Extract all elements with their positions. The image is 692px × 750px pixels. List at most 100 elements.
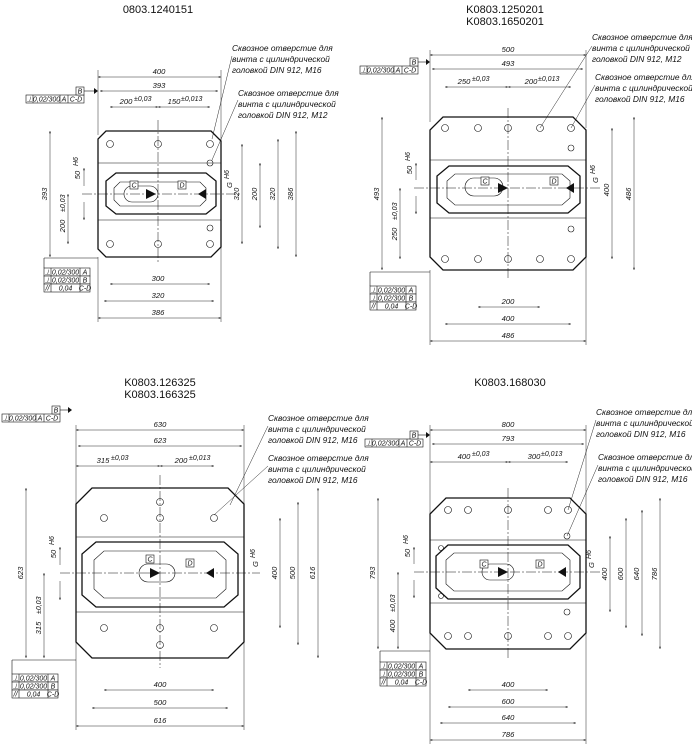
view-4-side-frame-1-ref: A	[418, 664, 424, 671]
view-3-side-frame-3-tol: 0,04	[27, 692, 41, 699]
view-4-top-frame-ref2: C-D	[409, 441, 421, 448]
view-2-dim-200: 200	[524, 77, 538, 86]
view-1-note-1-line-1: Сквозное отверстие для	[232, 43, 333, 53]
view-1-dim-320-r: 320	[268, 187, 277, 200]
view-4-note-1-line-3: головкой DIN 912, M16	[596, 429, 686, 439]
view-2-side-frame-3-tol: 0,04	[385, 304, 399, 311]
view-2-note-1: Сквозное отверстие для винта с цилиндрич…	[592, 32, 692, 64]
view-4-dim-400-h: 400	[388, 619, 397, 632]
view-3-side-tolerance-frames: ⊥ 0,02/300 A ⊥ 0,02/300 B // 0,04 C-D	[11, 659, 76, 699]
view-3-g-label: G	[251, 561, 260, 567]
view-3-datum-b: B	[54, 408, 59, 415]
view-2-base-plate	[429, 116, 587, 271]
view-3-side-frame-2-ref: B	[51, 684, 56, 691]
view-4-datum-b: B	[412, 433, 417, 440]
view-1-center-recess	[105, 172, 217, 215]
view-1-datum-d: D	[179, 183, 184, 190]
view-1: 0803.1240151 Сквозное отверстие для винт…	[25, 4, 339, 322]
view-4-side-frame-1-sym: ⊥	[380, 664, 386, 671]
view-4-dim-793: 793	[502, 434, 515, 443]
view-1-mounting-holes	[106, 140, 214, 248]
view-3-note-2: Сквозное отверстие для винта с цилиндрич…	[268, 453, 369, 485]
view-2-dim-200-b: 200	[501, 297, 515, 306]
view-3-side-frame-1-tol: 0,02/300	[20, 676, 47, 683]
view-3-base-plate	[75, 487, 245, 659]
view-3-side-frame-3-sym: //	[13, 692, 19, 699]
view-4-dim-793-h: 793	[368, 566, 377, 579]
view-3-note-2-line-1: Сквозное отверстие для	[268, 453, 369, 463]
view-4-dim-300-tol: ±0,013	[541, 451, 562, 458]
view-1-top-frame-ref2: C-D	[70, 97, 82, 104]
view-1-side-frame-3-tol: 0,04	[59, 286, 73, 293]
view-3-note-2-line-3: головкой DIN 912, M16	[268, 475, 358, 485]
view-3-dim-616-r: 616	[308, 566, 317, 579]
view-4-side-frame-3-tol: 0,04	[395, 680, 409, 687]
view-2-note-1-line-2: винта с цилиндрической	[592, 43, 690, 53]
view-3-dim-623-h: 623	[16, 566, 25, 579]
view-2-side-frame-3-ref: C-D	[405, 304, 417, 311]
view-4-side-frame-3-ref: C-D	[415, 680, 427, 687]
view-3-side-frame-1-ref: A	[50, 676, 56, 683]
view-2-side-frame-3-sym: //	[371, 304, 377, 311]
view-3-dim-400-r: 400	[270, 566, 279, 579]
view-3-top-frame-symbol: ⊥	[2, 416, 8, 423]
view-4-datum-d: D	[537, 562, 542, 569]
view-4-dim-640-r: 640	[632, 567, 641, 580]
view-1-base-plate	[97, 130, 222, 258]
view-3-dim-200-tol: ±0,013	[189, 455, 210, 462]
view-1-dim-386-b: 386	[152, 308, 165, 317]
view-2-note-2: Сквозное отверстие для винта с цилиндрич…	[595, 72, 692, 104]
view-3-dim-315-h-tol: ±0,03	[36, 596, 43, 614]
view-2-dim-486-b: 486	[502, 331, 515, 340]
view-4-side-frame-3-sym: //	[381, 680, 387, 687]
view-3-side-frame-3-ref: C-D	[47, 692, 59, 699]
view-3-title-1: K0803.126325	[124, 377, 196, 389]
view-3-dim-315-h: 315	[34, 621, 43, 634]
view-2-datum-c: C	[482, 179, 488, 186]
view-4-dim-300: 300	[528, 452, 541, 461]
view-4-dim-400-tol: ±0,03	[472, 451, 490, 458]
view-2-dim-486: 486	[624, 187, 633, 200]
view-4-dim-600-r: 600	[616, 567, 625, 580]
view-1-note-2-line-3: головкой DIN 912, M12	[238, 110, 328, 120]
view-2-note-2-line-2: винта с цилиндрической	[595, 83, 692, 93]
view-2-note-2-line-1: Сквозное отверстие для	[595, 72, 692, 82]
view-4-side-tolerance-frames: ⊥ 0,02/300 A ⊥ 0,02/300 B // 0,04 C-D	[379, 650, 430, 687]
view-1-side-frame-1-tol: 0,02/300	[52, 270, 79, 277]
view-2-dim-493-h: 493	[372, 187, 381, 200]
view-4-dim-640-b: 640	[502, 713, 515, 722]
view-3-center-recess	[81, 541, 239, 608]
view-2-dim-50: 50	[405, 165, 414, 174]
view-4-top-frame-tol: 0,02/300	[372, 441, 399, 448]
view-4-side-frame-1-tol: 0,02/300	[388, 664, 415, 671]
view-3-dim-50-tol: H6	[49, 536, 56, 545]
view-2: K0803.1250201 K0803.1650201 Сквозное отв…	[359, 4, 692, 345]
view-4-dim-786-r: 786	[650, 567, 659, 580]
view-2-side-frame-2-ref: B	[409, 296, 414, 303]
view-3-dim-400-b: 400	[154, 680, 167, 689]
view-1-dim-200: 200	[119, 97, 133, 106]
view-4-note-1-line-2: винта с цилиндрической	[596, 418, 692, 428]
view-4-center-recess	[435, 544, 581, 600]
view-1-top-frame-tol: 0,02/300	[33, 97, 60, 104]
view-2-datum-b: B	[412, 60, 417, 67]
view-2-mounting-holes	[441, 124, 575, 263]
view-1-side-frame-2-sym: ⊥	[44, 278, 50, 285]
view-1-dim-393-h: 393	[40, 187, 49, 200]
view-4-note-1: Сквозное отверстие для винта с цилиндрич…	[596, 407, 692, 439]
view-2-side-frame-2-tol: 0,02/300	[378, 296, 405, 303]
view-1-side-frame-3-ref: C-D	[79, 286, 91, 293]
view-1-side-tolerance-frames: ⊥ 0,02/300 A ⊥ 0,02/300 B // 0,04 C-D	[43, 257, 98, 293]
view-2-note-2-line-3: головкой DIN 912, M16	[595, 94, 685, 104]
view-3-side-frame-1-sym: ⊥	[12, 676, 18, 683]
view-2-side-frame-1-ref: A	[408, 288, 414, 295]
view-3-g-tol: H6	[250, 549, 257, 558]
view-3-mounting-holes	[100, 498, 218, 649]
view-3-dim-616-b: 616	[154, 716, 167, 725]
view-1-dim-150: 150	[168, 97, 181, 106]
view-4-side-frame-2-tol: 0,02/300	[388, 672, 415, 679]
view-1-top-frame-symbol: ⊥	[26, 97, 32, 104]
view-1-dim-50: 50	[73, 170, 82, 179]
view-1-dim-320-b: 320	[152, 291, 165, 300]
